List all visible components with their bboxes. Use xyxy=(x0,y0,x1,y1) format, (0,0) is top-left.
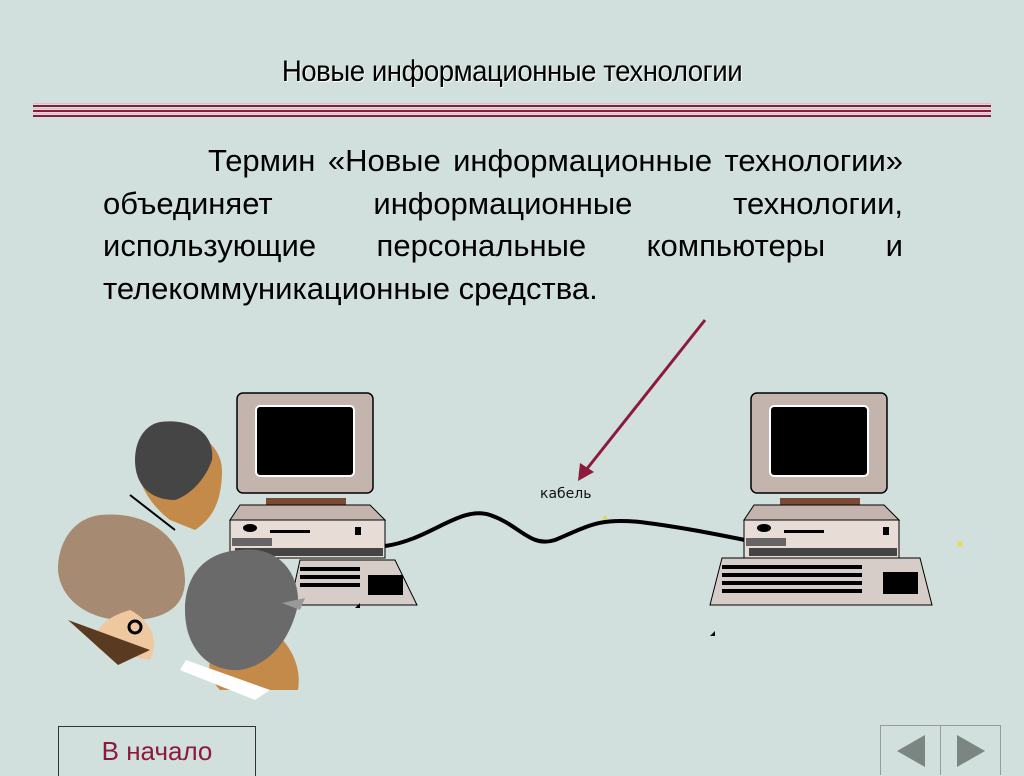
computer-right-icon xyxy=(709,392,933,606)
pointer-arrow-icon xyxy=(578,319,707,481)
people-group-icon xyxy=(58,421,305,700)
cable-icon xyxy=(384,511,746,548)
title-divider xyxy=(33,103,991,117)
cable-label: кабель xyxy=(540,486,592,502)
slide-navigation xyxy=(880,725,1001,775)
computer-left-icon xyxy=(229,392,418,606)
triangle-right-icon xyxy=(956,734,985,767)
home-button[interactable]: В начало xyxy=(58,726,256,776)
paragraph-text: Термин «Новые информационные технологии»… xyxy=(103,143,903,306)
triangle-left-icon xyxy=(896,734,925,767)
prev-slide-button[interactable] xyxy=(881,726,941,775)
slide-paragraph: Термин «Новые информационные технологии»… xyxy=(103,140,903,310)
next-slide-button[interactable] xyxy=(941,726,1000,775)
slide-title: Новые информационные технологии xyxy=(281,55,743,88)
